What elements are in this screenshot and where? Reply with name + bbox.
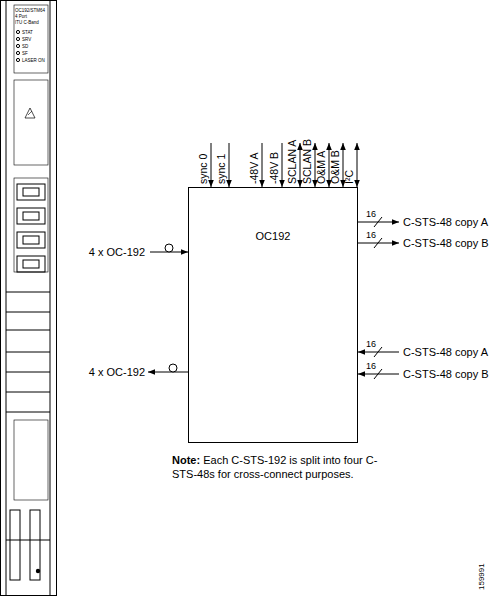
faceplate-text: ITU C-Band (15, 20, 39, 25)
signal-name: I²C (343, 170, 355, 184)
bus-width: 16 (366, 361, 376, 371)
led-label: SRV (22, 37, 31, 42)
note-heading: Note: (172, 454, 200, 466)
signal-arrows (148, 143, 399, 379)
signal-name: sync 0 (197, 154, 209, 184)
bus-label: C-STS-48 copy A (403, 216, 488, 229)
bus-width: 16 (366, 209, 376, 219)
signal-name: sync 1 (215, 154, 227, 184)
fiber-circle (165, 244, 173, 252)
signal-name: O&M A (315, 151, 327, 184)
port-label: 4 x OC-192 (89, 246, 145, 259)
led-label: LASER ON (22, 58, 45, 63)
block-title: OC192 (189, 230, 357, 243)
led-label: SF (22, 51, 28, 56)
bus-width: 16 (366, 230, 376, 240)
led-label: SD (22, 44, 28, 49)
note-text: Each C-STS-192 is split into four C-STS-… (172, 454, 377, 480)
bus-width: 16 (366, 339, 376, 349)
bus-label: C-STS-48 copy B (403, 237, 489, 250)
signal-name: -48V A (248, 152, 260, 184)
figure-number: 159991 (477, 563, 486, 590)
signal-name: SCLAN A (286, 140, 298, 184)
fiber-circle (169, 364, 177, 372)
led-label: STAT (22, 30, 33, 35)
faceplate-text: OC192/STM64 (15, 8, 45, 13)
signal-name: SCLAN B (301, 139, 313, 184)
signal-name: -48V B (268, 152, 280, 184)
card-faceplate (1, 0, 57, 596)
bus-label: C-STS-48 copy B (403, 368, 489, 381)
signal-name: O&M B (329, 150, 341, 184)
card-block: OC192 (188, 187, 358, 443)
note: Note: Each C-STS-192 is split into four … (172, 453, 387, 482)
screw-dot (36, 569, 40, 573)
faceplate-text: 4 Port (15, 14, 27, 19)
bus-label: C-STS-48 copy A (403, 346, 488, 359)
port-label: 4 x OC-192 (89, 366, 145, 379)
